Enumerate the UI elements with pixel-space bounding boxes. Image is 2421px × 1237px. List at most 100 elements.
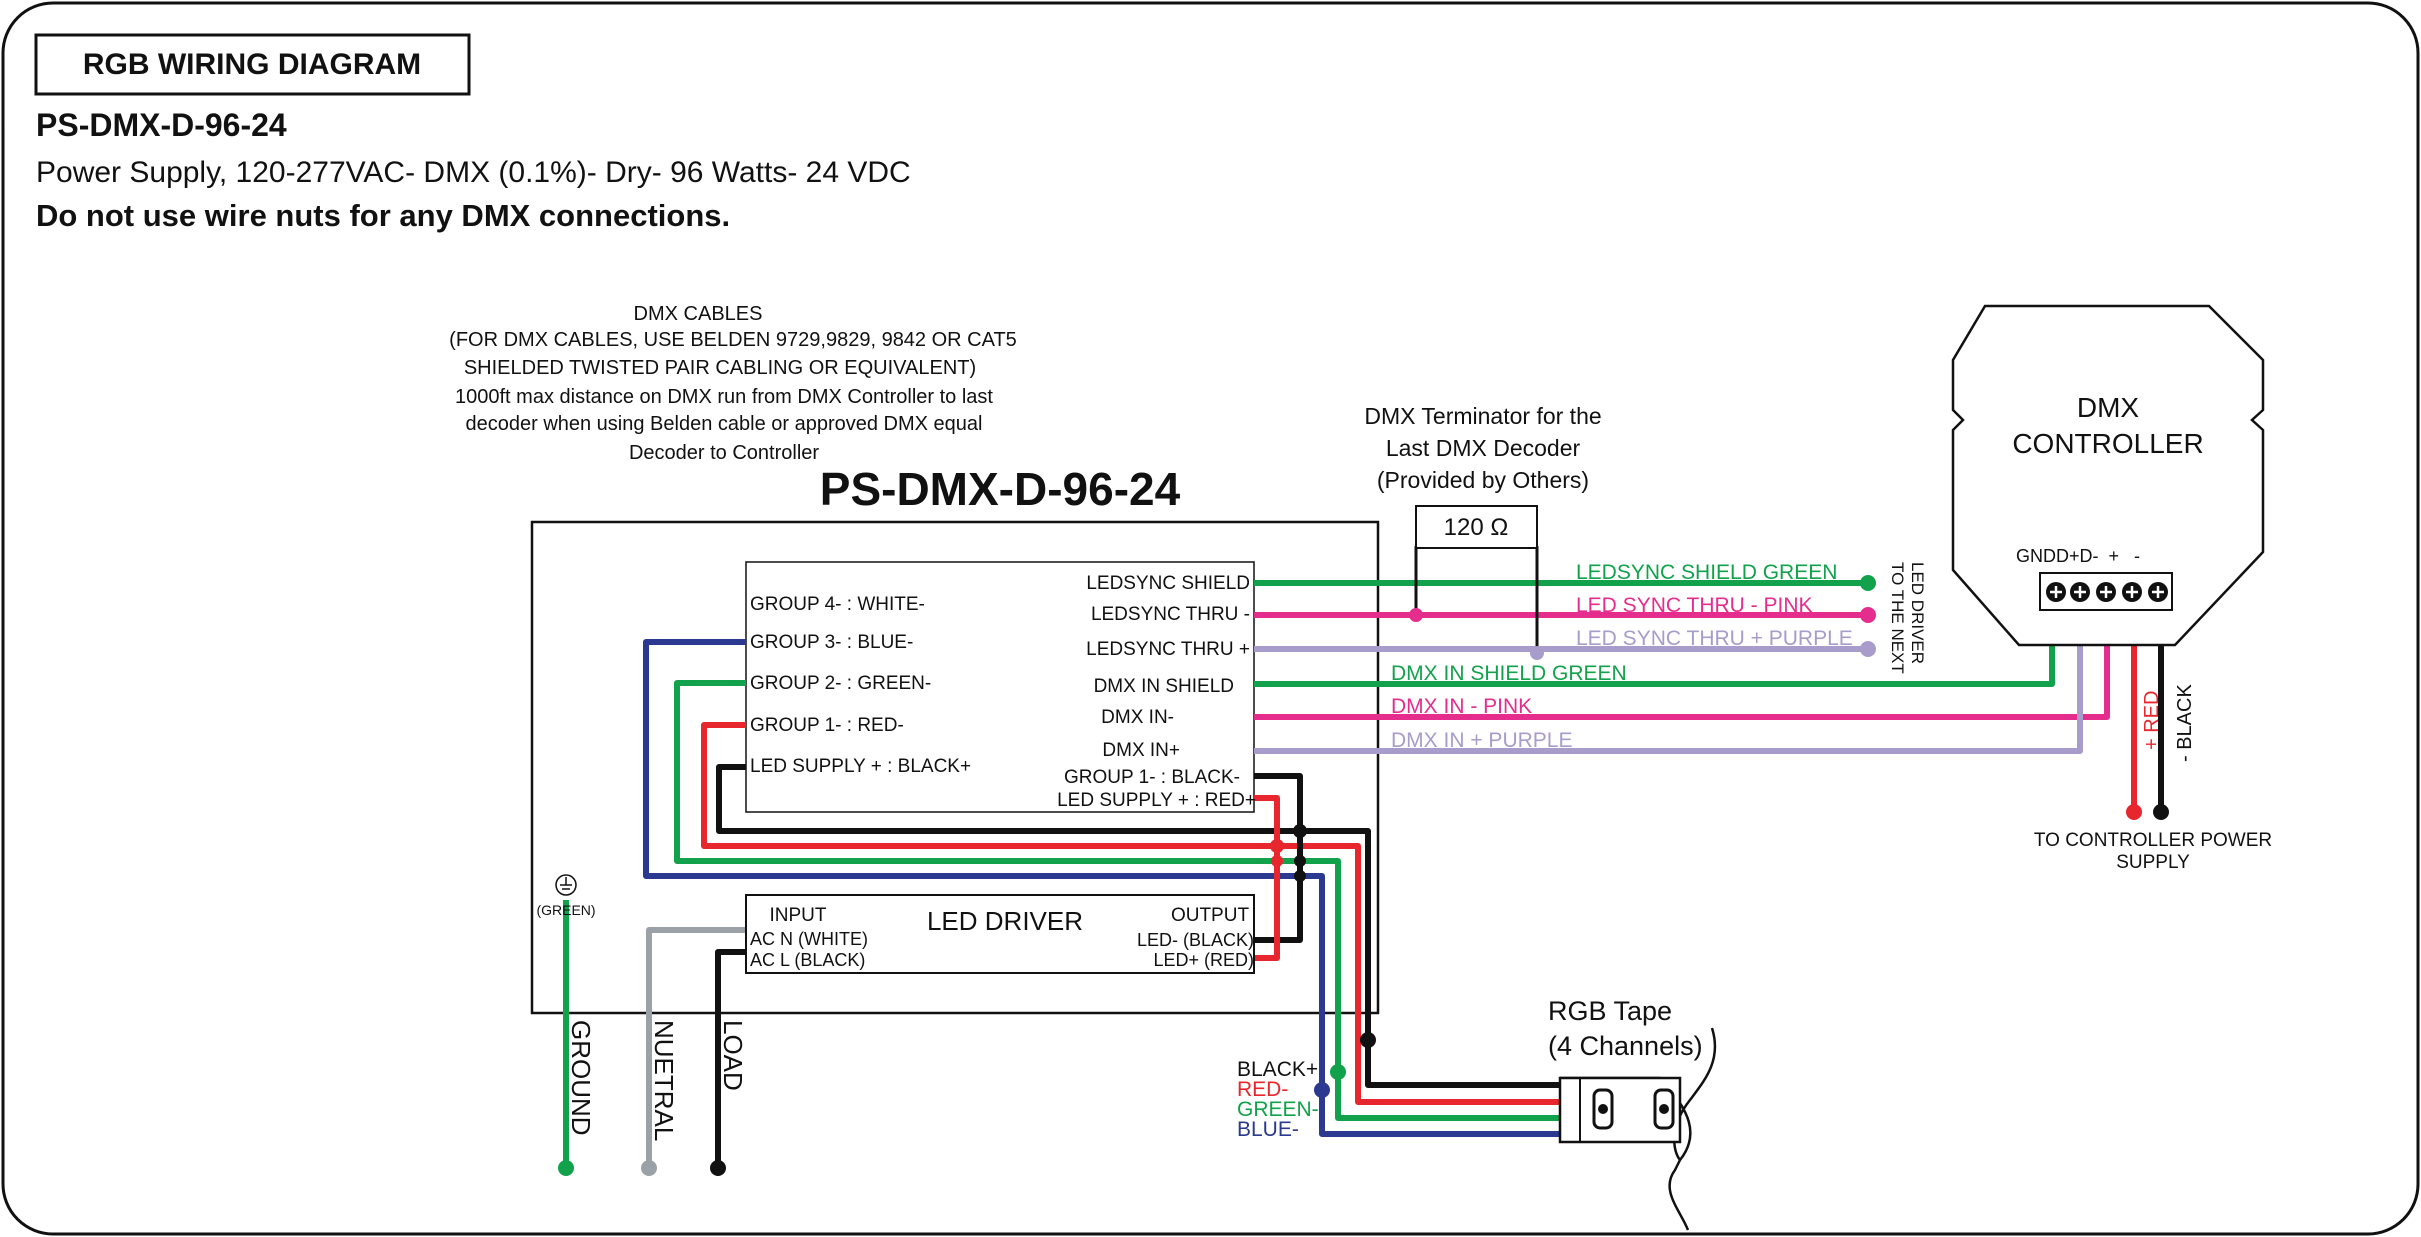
- product-description: Power Supply, 120-277VAC- DMX (0.1%)- Dr…: [36, 156, 911, 189]
- dot-black-tape: [1360, 1032, 1376, 1048]
- terminal-ledsync-thru-pos: LEDSYNC THRU +: [1086, 639, 1250, 660]
- cables-note-line: (FOR DMX CABLES, USE BELDEN 9729,9829, 9…: [449, 329, 1017, 351]
- terminal-group1-black: GROUP 1- : BLACK-: [1064, 767, 1240, 788]
- cables-note-line: 1000ft max distance on DMX run from DMX …: [455, 386, 993, 408]
- mains-neutral-label: NUETRAL: [649, 1020, 679, 1141]
- wire-black-supply: [716, 764, 1560, 1088]
- tape-pad-icon-dot: [1659, 1104, 1669, 1114]
- label-ledsync-thru-pos: LED SYNC THRU + PURPLE: [1576, 627, 1853, 650]
- dot-controller-red: [2126, 804, 2142, 820]
- led-driver-output-neg: LED- (BLACK): [1137, 930, 1254, 950]
- tape-title-2: (4 Channels): [1548, 1031, 1703, 1061]
- mains-load-label: LOAD: [718, 1020, 748, 1091]
- ground-symbol: (GREEN): [536, 874, 596, 918]
- terminator-value: 120 Ω: [1444, 514, 1509, 541]
- decoder-title: PS-DMX-D-96-24: [820, 463, 1181, 515]
- wire-green: [674, 680, 1560, 1121]
- dot-green-tape: [1330, 1064, 1346, 1080]
- tape-label-black: BLACK+: [1237, 1058, 1318, 1081]
- dot-neutral: [641, 1160, 657, 1176]
- label-dmx-in-shield: DMX IN SHIELD GREEN: [1391, 662, 1627, 685]
- tape-pad-icon: [1653, 1088, 1675, 1130]
- led-driver-input-n: AC N (WHITE): [750, 929, 868, 949]
- terminal-dmx-in-neg: DMX IN-: [1101, 707, 1174, 728]
- dot-controller-black: [2153, 804, 2169, 820]
- dot-red-1: [1270, 839, 1284, 853]
- tape-title-1: RGB Tape: [1548, 996, 1672, 1026]
- wire-red: [701, 722, 1560, 1105]
- wire-blue: [643, 639, 1560, 1137]
- controller-red-label: + RED: [2141, 691, 2163, 750]
- label-to-next-line1: TO THE NEXT: [1888, 562, 1907, 674]
- terminator-note: DMX Terminator for the Last DMX Decoder …: [1364, 403, 1601, 493]
- dot-black-3: [1294, 870, 1306, 882]
- decoder-right-labels: LEDSYNC SHIELD LEDSYNC THRU - LEDSYNC TH…: [1057, 573, 1256, 811]
- terminal-ledsync-shield: LEDSYNC SHIELD: [1086, 573, 1250, 594]
- tape-label-green: GREEN-: [1237, 1098, 1319, 1121]
- cables-note-line: DMX CABLES: [634, 303, 763, 325]
- decoder-terminal-block: [745, 561, 1255, 813]
- terminal-group4: GROUP 4- : WHITE-: [750, 594, 925, 615]
- controller-screws: [2046, 582, 2168, 602]
- dmx-controller-body: [1951, 304, 2265, 647]
- led-driver-output-header: OUTPUT: [1171, 905, 1250, 926]
- terminator-line: (Provided by Others): [1377, 467, 1589, 493]
- wire-led-pos: [1254, 795, 1280, 961]
- mains-ground-label: GROUND: [566, 1020, 596, 1136]
- dmx-cables-note: DMX CABLES (FOR DMX CABLES, USE BELDEN 9…: [449, 303, 1017, 464]
- decoder-box: [530, 520, 1380, 1015]
- tape-label-red: RED-: [1237, 1078, 1288, 1101]
- wire-dmx-in-pos: [1254, 620, 2083, 754]
- label-ledsync-shield: LEDSYNC SHIELD GREEN: [1576, 561, 1837, 584]
- tape-label-blue: BLUE-: [1237, 1118, 1299, 1141]
- terminator-resistor: [1415, 505, 1538, 549]
- label-dmx-in-pos: DMX IN + PURPLE: [1391, 729, 1572, 752]
- terminator-line: Last DMX Decoder: [1386, 435, 1581, 461]
- cables-note-line: decoder when using Belden cable or appro…: [465, 413, 982, 435]
- dot-ledsync-thru-neg-end: [1860, 607, 1876, 623]
- dot-black-2: [1294, 855, 1306, 867]
- tape-pad-icon: [1592, 1088, 1614, 1130]
- led-driver-title: LED DRIVER: [927, 906, 1083, 936]
- controller-terminal-labels: GNDD+D- + -: [2016, 546, 2140, 566]
- terminal-dmx-in-shield: DMX IN SHIELD: [1094, 676, 1234, 697]
- dot-ledsync-shield-end: [1860, 575, 1876, 591]
- led-driver-box: [745, 894, 1255, 974]
- controller-black-label: - BLACK: [2174, 684, 2196, 762]
- cables-note-line: Decoder to Controller: [629, 442, 819, 464]
- led-driver-input-header: INPUT: [770, 905, 827, 926]
- ground-icon: [555, 874, 577, 896]
- led-driver-output-pos: LED+ (RED): [1153, 950, 1254, 970]
- terminal-dmx-in-pos: DMX IN+: [1102, 740, 1180, 761]
- dot-ledsync-thru-pos-end: [1860, 641, 1876, 657]
- led-driver-input-l: AC L (BLACK): [750, 950, 865, 970]
- terminal-group3: GROUP 3- : BLUE-: [750, 632, 913, 653]
- controller-power-line2: SUPPLY: [2116, 852, 2190, 873]
- label-to-next-line2: LED DRIVER: [1908, 562, 1927, 664]
- controller-title-1: DMX: [2077, 392, 2140, 423]
- dot-terminator-left: [1409, 608, 1423, 622]
- controller-title-2: CONTROLLER: [2012, 428, 2203, 459]
- label-ledsync-thru-neg: LED SYNC THRU - PINK: [1576, 594, 1813, 617]
- controller-power-line1: TO CONTROLLER POWER: [2034, 830, 2272, 851]
- title-box-text: RGB WIRING DIAGRAM: [83, 48, 421, 81]
- warning-text: Do not use wire nuts for any DMX connect…: [36, 198, 730, 233]
- cables-note-line: SHIELDED TWISTED PAIR CABLING OR EQUIVAL…: [464, 357, 976, 379]
- terminal-group1: GROUP 1- : RED-: [750, 715, 904, 736]
- terminal-led-supply: LED SUPPLY + : BLACK+: [750, 756, 971, 777]
- label-dmx-in-neg: DMX IN - PINK: [1391, 695, 1532, 718]
- wire-dmx-in-neg: [1254, 620, 2110, 720]
- dot-red-2: [1271, 855, 1283, 867]
- decoder-left-labels: GROUP 4- : WHITE- GROUP 3- : BLUE- GROUP…: [750, 594, 971, 777]
- terminal-ledsync-thru-neg: LEDSYNC THRU -: [1091, 604, 1250, 625]
- model-number: PS-DMX-D-96-24: [36, 107, 287, 143]
- terminal-led-supply-red: LED SUPPLY + : RED+: [1057, 790, 1256, 811]
- junctions: [558, 575, 2169, 1176]
- dot-terminator-right: [1530, 646, 1544, 660]
- terminator-line: DMX Terminator for the: [1364, 403, 1601, 429]
- title-box: [34, 33, 471, 96]
- terminal-group2: GROUP 2- : GREEN-: [750, 673, 931, 694]
- dot-load: [710, 1160, 726, 1176]
